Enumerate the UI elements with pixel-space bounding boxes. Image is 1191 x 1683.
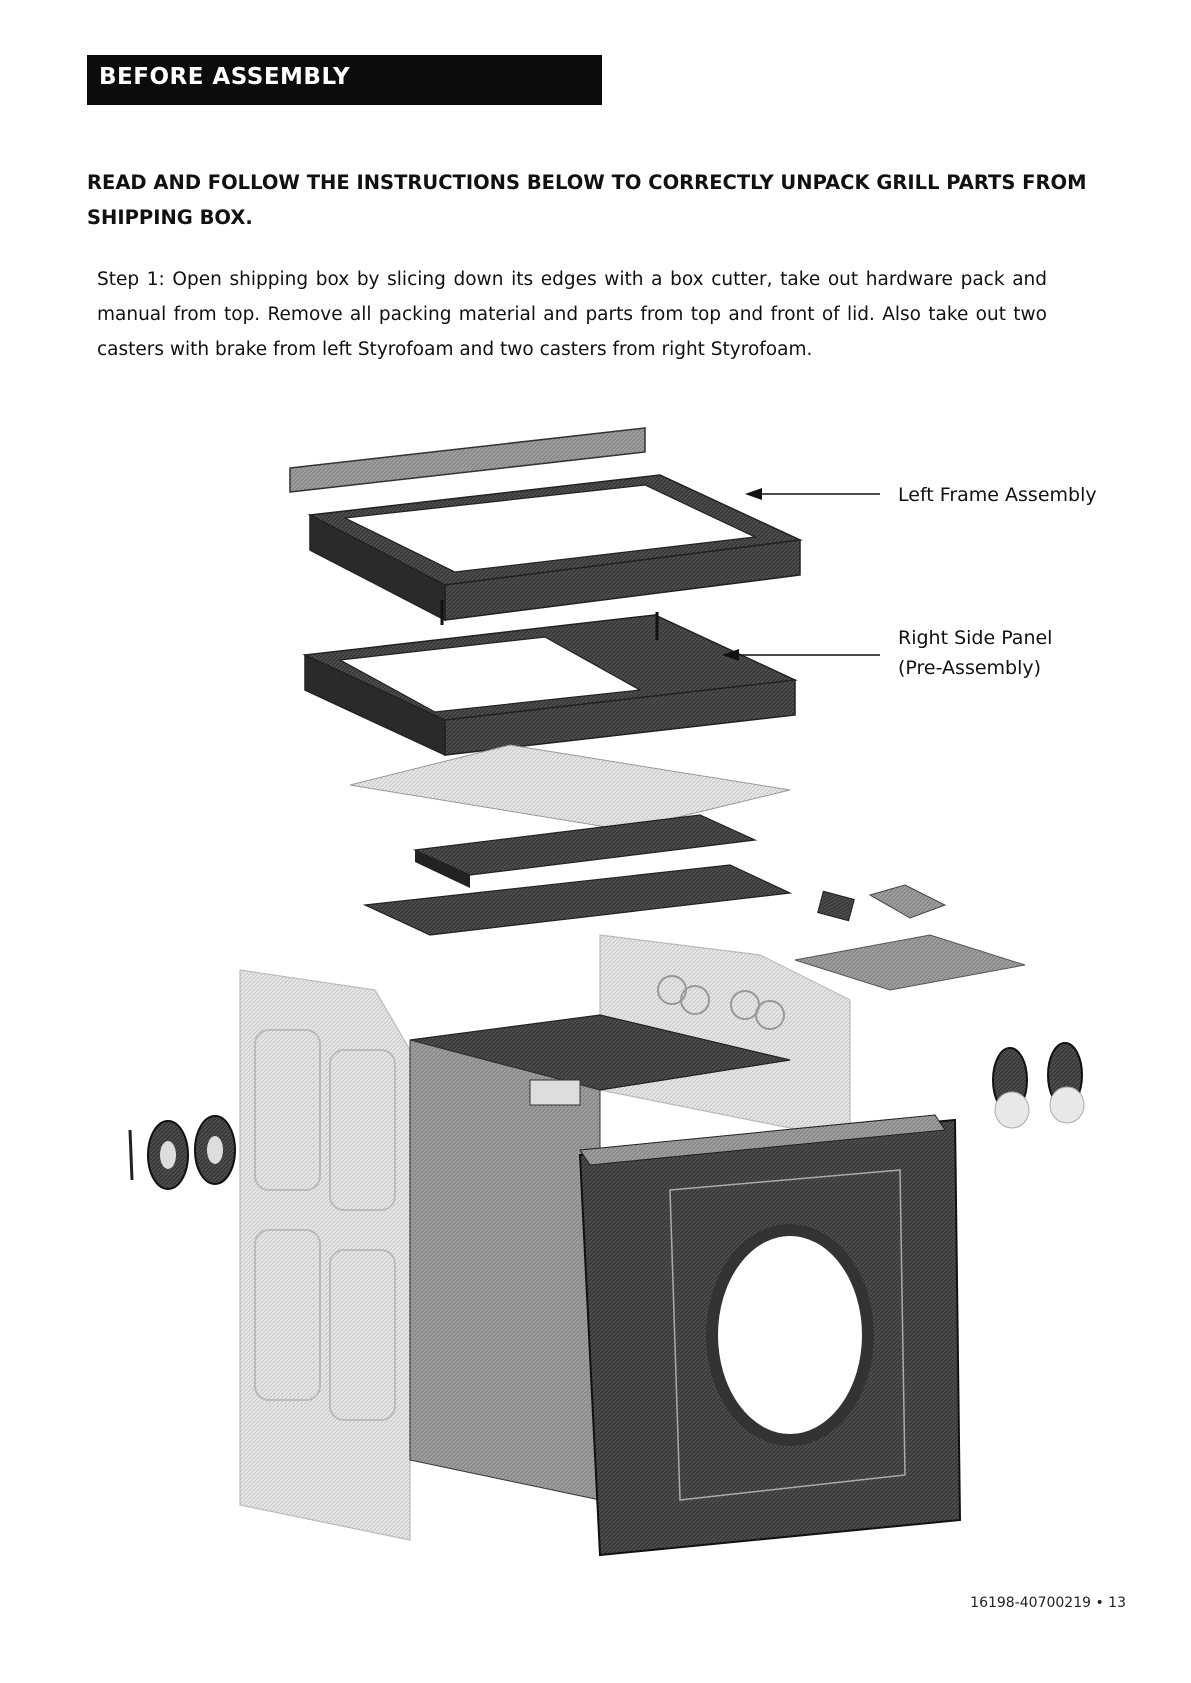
instruction-heading: READ AND FOLLOW THE INSTRUCTIONS BELOW T… (87, 171, 1087, 229)
pre-assembly-label: (Pre-Assembly) (898, 657, 1042, 679)
page-number: 16198-40700219 • 13 (970, 1595, 1126, 1611)
control-parts (817, 884, 947, 922)
grill-body-part (409, 1014, 791, 1501)
left-frame-callout-arrow (745, 488, 880, 500)
bottom-rack-part (362, 864, 793, 936)
left-styrofoam-block (239, 969, 411, 1541)
section-header-title: BEFORE ASSEMBLY (99, 64, 351, 90)
left-frame-part (307, 474, 803, 625)
left-casters-with-brake (128, 1115, 236, 1190)
side-plate-part (794, 934, 1026, 991)
right-side-panel-part (302, 612, 798, 757)
step-1-text: Step 1: Open shipping box by slicing dow… (97, 269, 1047, 360)
top-rail-part (289, 427, 646, 493)
left-frame-assembly-label: Left Frame Assembly (898, 484, 1097, 506)
front-cover-panel (578, 1114, 962, 1557)
exploded-assembly-diagram (128, 427, 1085, 1557)
section-header-bar: BEFORE ASSEMBLY (87, 55, 602, 105)
heat-shield-plate-part (349, 744, 791, 831)
right-panel-callout-arrow (722, 649, 880, 661)
right-casters (992, 1042, 1085, 1129)
grate-tray-part (412, 814, 758, 888)
right-side-panel-label: Right Side Panel (898, 627, 1053, 649)
